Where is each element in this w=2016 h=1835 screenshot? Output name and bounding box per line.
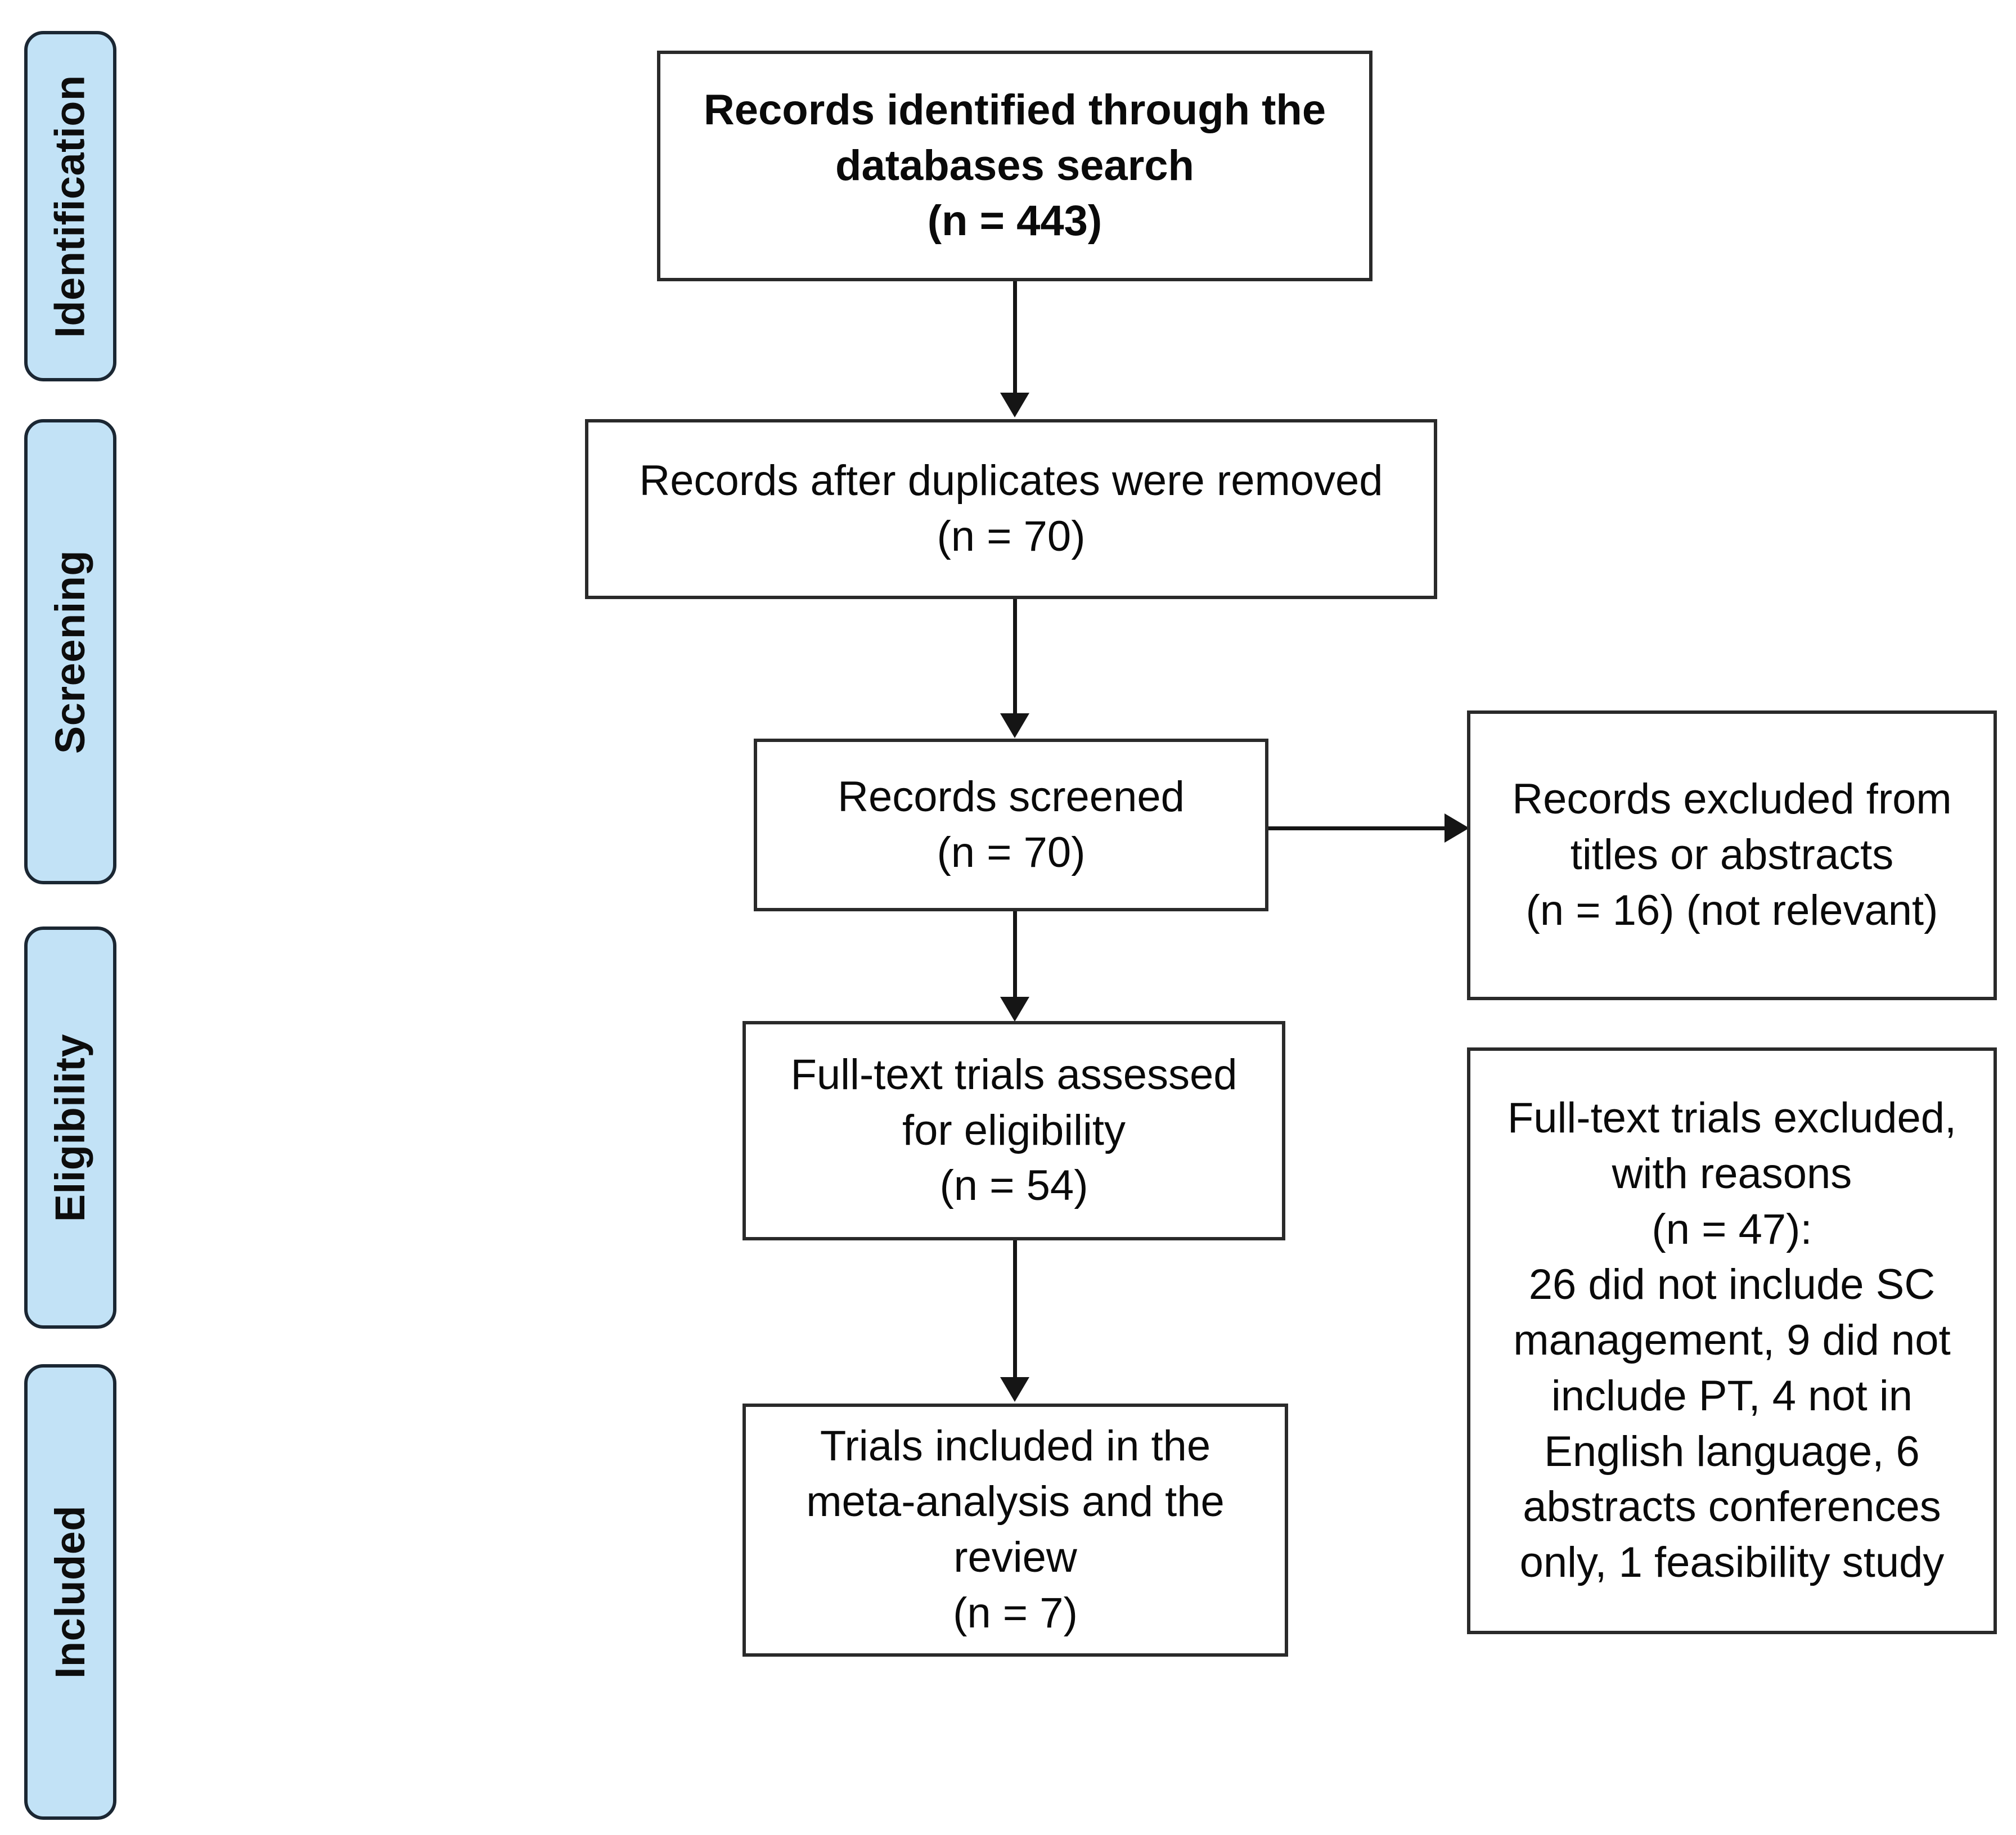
arrow-screened-to-fulltext	[1000, 997, 1029, 1022]
box-fulltext-assessed: Full-text trials assessed for eligibilit…	[742, 1021, 1285, 1240]
box-records-after-duplicates: Records after duplicates were removed (n…	[585, 419, 1437, 599]
box-trials-included-text: Trials included in the meta-analysis and…	[806, 1422, 1225, 1637]
box-fulltext-excluded-text: Full-text trials excluded, with reasons …	[1507, 1094, 1957, 1587]
phase-tab-screening[interactable]: Screening	[24, 419, 116, 884]
phase-tab-identification[interactable]: Identification	[24, 31, 116, 381]
box-records-screened: Records screened (n = 70)	[754, 739, 1268, 911]
box-records-screened-text: Records screened (n = 70)	[838, 772, 1185, 876]
connector-screened-to-fulltext	[1013, 911, 1017, 999]
connector-duplicates-to-screened	[1013, 599, 1017, 714]
connector-identified-to-duplicates	[1013, 281, 1017, 394]
phase-tab-included[interactable]: Included	[24, 1364, 116, 1820]
arrow-fulltext-to-included	[1000, 1377, 1029, 1402]
phase-tab-eligibility[interactable]: Eligibility	[24, 927, 116, 1329]
connector-screened-to-excluded	[1268, 826, 1448, 830]
phase-tab-included-label: Included	[47, 1505, 93, 1679]
box-records-excluded: Records excluded from titles or abstract…	[1467, 710, 1997, 1000]
box-trials-included: Trials included in the meta-analysis and…	[742, 1404, 1288, 1657]
box-records-after-duplicates-text: Records after duplicates were removed (n…	[639, 457, 1383, 560]
arrow-duplicates-to-screened	[1000, 713, 1029, 738]
arrow-screened-to-excluded	[1444, 813, 1469, 843]
phase-tab-screening-label: Screening	[47, 550, 94, 754]
phase-tab-eligibility-label: Eligibility	[47, 1033, 94, 1222]
box-records-identified: Records identified through the databases…	[657, 51, 1372, 281]
phase-tab-identification-label: Identification	[47, 74, 94, 338]
box-records-excluded-text: Records excluded from titles or abstract…	[1512, 775, 1952, 934]
box-fulltext-assessed-text: Full-text trials assessed for eligibilit…	[790, 1050, 1238, 1210]
arrow-identified-to-duplicates	[1000, 393, 1029, 417]
connector-fulltext-to-included	[1013, 1240, 1017, 1378]
box-fulltext-excluded: Full-text trials excluded, with reasons …	[1467, 1047, 1997, 1634]
box-records-identified-text: Records identified through the databases…	[703, 86, 1326, 245]
